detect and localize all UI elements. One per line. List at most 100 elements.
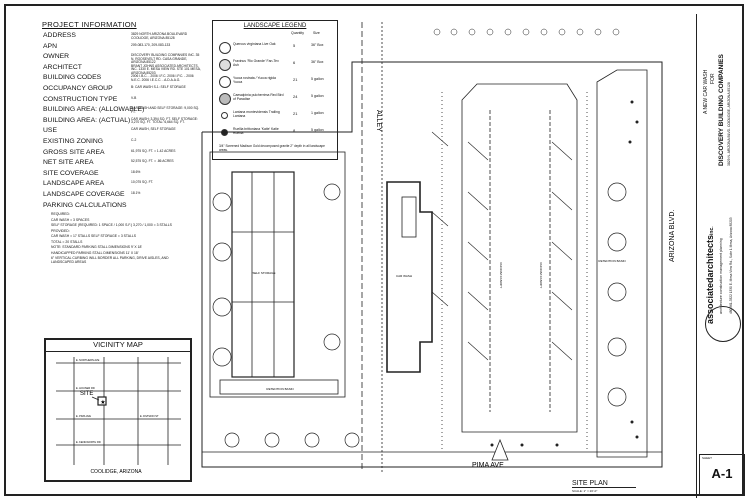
project-info-label: EXISTING ZONING xyxy=(43,137,104,145)
project-info-label: USE xyxy=(43,127,57,135)
plant-symbol-icon xyxy=(219,93,231,105)
vicinity-road-label: E. DIVISION ST xyxy=(140,414,159,418)
project-information: PROJECT INFORMATION ADDRESS 3829 NORTH A… xyxy=(14,20,204,264)
parking-line: CAR WASH = 3 SPACES xyxy=(51,217,90,222)
plant-name: Ruellia brittoniana 'Katie' Katie Ruelli… xyxy=(233,127,279,135)
project-info-label: APN xyxy=(43,42,57,50)
firm-contact: 480-961-3322 1330 E. Mesa View Rd., Suit… xyxy=(729,217,733,314)
project-info-value: 2006 I.B.C. - 2006 I.F.C. 2006 I.P.C. - … xyxy=(131,74,194,82)
firm-tagline: architecture construction management pla… xyxy=(719,238,723,314)
west-lot xyxy=(209,151,346,398)
plant-quantity: 6 xyxy=(293,60,296,65)
legend-row: Lantana montevidensis Trailing Lantana 2… xyxy=(217,109,335,123)
title-client: DISCOVERY BUILDING COMPANIES xyxy=(718,54,725,166)
parking-line: 6" VERTICAL CURBING WILL BORDER ALL PARK… xyxy=(51,256,169,265)
site-plan-scale: SCALE: 1" = 20'-0" xyxy=(572,489,598,493)
project-info-row: ARCHITECT BRANT JOHNS ASSOCIATED ARCHITE… xyxy=(14,64,204,75)
project-info-label: BUILDING AREA: (ALLOWABLE) xyxy=(43,106,145,114)
plant-size: 5 gallon xyxy=(311,94,324,98)
site-plan-title: SITE PLAN SCALE: 1" = 20'-0" xyxy=(572,480,636,493)
vicinity-map: VICINITY MAP ★ SITE E. NORTHERN AVE E. H… xyxy=(44,338,192,482)
project-info-value: B: CAR WASH S-1: SELF STORAGE xyxy=(131,84,186,89)
parking-line: TOTAL = 20 STALLS xyxy=(51,239,83,244)
project-info-value: 18.1% xyxy=(131,190,141,195)
plant-size: 36" Box xyxy=(311,60,324,64)
project-info-row: ADDRESS 3829 NORTH ARIZONA BOULEVARD COO… xyxy=(14,32,204,43)
title-client-address: 3829 N. ARIZONA BLVD. COOLIDGE, ARIZONA … xyxy=(727,82,731,166)
project-info-row: APN 209-083-170, 209-083-133 xyxy=(14,43,204,54)
project-info-row: LANDSCAPE COVERAGE 18.1% xyxy=(14,191,204,202)
plant-symbol-icon xyxy=(219,76,231,88)
project-info-row: BUILDING AREA: (ALLOWABLE) CAR WASH AND … xyxy=(14,106,204,117)
parking-line: SELF STORAGE (REQUIRED: 1 SPACE / 1,000 … xyxy=(51,223,172,228)
sheet-number-label: SHEET xyxy=(702,456,713,460)
vicinity-road-label: E. NORTHERN AVE xyxy=(76,358,100,362)
project-info-value: DISCOVERY BUILDING COMPANIES INC. 35 N. … xyxy=(131,53,200,65)
project-info-value: C-2 xyxy=(131,137,137,142)
plant-size: 5 gallon xyxy=(311,128,324,132)
retention-label-east: RETENTION BASIN xyxy=(598,259,625,263)
vicinity-road-label: E. HOUSER RD xyxy=(76,386,95,390)
svg-text:★: ★ xyxy=(100,399,105,406)
street-label-pima: PIMA AVE xyxy=(472,462,504,469)
retention-label: RETENTION BASIN xyxy=(266,387,293,391)
project-info-header: PROJECT INFORMATION xyxy=(42,20,137,29)
project-info-value: 3829 NORTH ARIZONA BOULEVARD COOLIDGE, A… xyxy=(131,32,188,40)
site-plan: ALLEY PIMA AVE ARIZONA BLVD. SELF STORAG… xyxy=(192,12,692,498)
project-info-value: BRANT JOHNS ASSOCIATED ARCHITECTS, INC. … xyxy=(131,63,201,75)
legend-row: Fraxinus 'Rio Grande' Fan-Tex Ash 6 36" … xyxy=(217,58,335,72)
project-info-label: OCCUPANCY GROUP xyxy=(43,84,113,92)
project-info-value: 61,975 SQ. FT. = 1.42 ACRES xyxy=(131,148,176,153)
project-info-value: CAR WASH AND SELF STORAGE: 9,000 SQ. FT. xyxy=(131,106,200,114)
plant-symbol-icon xyxy=(219,42,231,54)
project-info-rows: ADDRESS 3829 NORTH ARIZONA BOULEVARD COO… xyxy=(14,32,204,264)
title-project-line2: FOR xyxy=(710,73,716,84)
sheet-number: A-1 xyxy=(711,466,733,481)
plant-symbol-icon xyxy=(219,59,231,71)
plant-size: 36" Box xyxy=(311,43,324,47)
project-info-value: CAR WASH, SELF STORAGE xyxy=(131,127,176,132)
project-info-label: SITE COVERAGE xyxy=(43,169,99,177)
plant-quantity: 5 xyxy=(293,43,296,48)
landscape-shrubs xyxy=(490,100,639,447)
parking-line: NOTE: STANDARD PARKING STALL DIMENSIONS … xyxy=(51,245,143,250)
plant-size: 5 gallon xyxy=(311,77,324,81)
plant-quantity: 24 xyxy=(293,94,298,99)
legend-row: Caesalpinia pulcherrima Red Bird of Para… xyxy=(217,92,335,106)
project-info-row: USE CAR WASH, SELF STORAGE xyxy=(14,127,204,138)
plant-size: 1 gallon xyxy=(311,111,324,115)
vicinity-site-label: SITE xyxy=(80,391,93,397)
sheet-number-box: SHEET A-1 xyxy=(699,454,745,496)
project-info-value: CAR WASH: 3,394 SQ. FT. SELF STORAGE: 3,… xyxy=(131,116,198,125)
east-landscape-strip xyxy=(596,69,648,458)
vicinity-map-drawing: ★ SITE E. NORTHERN AVE E. HOUSER RD E. P… xyxy=(56,357,181,475)
vicinity-road-label: E. PIMA AVE xyxy=(76,414,91,418)
project-info-label: GROSS SITE AREA xyxy=(43,148,105,156)
plant-name: Caesalpinia pulcherrima Red Bird of Para… xyxy=(233,93,284,101)
project-info-row: EXISTING ZONING C-2 xyxy=(14,138,204,149)
architect-seal-icon xyxy=(705,306,741,342)
project-info-label: CONSTRUCTION TYPE xyxy=(43,95,118,103)
project-info-label: BUILDING AREA: (ACTUAL) xyxy=(43,116,131,124)
legend-row: Yucca rostrata / Yucca rigida Yucca 21 5… xyxy=(217,75,335,89)
parking-line: PROVIDED: xyxy=(51,228,70,233)
project-info-row: CONSTRUCTION TYPE V-B xyxy=(14,96,204,107)
project-info-label: PARKING CALCULATIONS xyxy=(43,201,127,209)
parking-line: HANDICAPPED PARKING STALL DIMENSIONS 11'… xyxy=(51,250,139,255)
plant-quantity: 21 xyxy=(293,77,298,82)
landscape-legend-title: LANDSCAPE LEGEND xyxy=(243,23,307,29)
vacuum-canopy-label: VACUUM CANOPY xyxy=(499,262,503,288)
project-info-row: NET SITE AREA 52,575 SQ. FT. = .86 ACRES xyxy=(14,159,204,170)
project-info-value: 10,075 SQ. FT. xyxy=(131,180,154,185)
plant-name: Yucca rostrata / Yucca rigida Yucca xyxy=(233,76,276,84)
property-line xyxy=(201,61,663,468)
site-plan-title-text: SITE PLAN xyxy=(572,480,636,488)
project-info-label: ARCHITECT xyxy=(43,63,82,71)
plant-name: Fraxinus 'Rio Grande' Fan-Tex Ash xyxy=(233,59,279,67)
firm-suffix: inc. xyxy=(709,226,715,235)
west-retention-basin xyxy=(219,379,339,395)
alley-label: ALLEY xyxy=(375,110,382,132)
self-storage-label: SELF STORAGE xyxy=(253,271,276,275)
parking-line: CAR WASH = 17 STALLS SELF STORAGE = 3 ST… xyxy=(51,234,137,239)
